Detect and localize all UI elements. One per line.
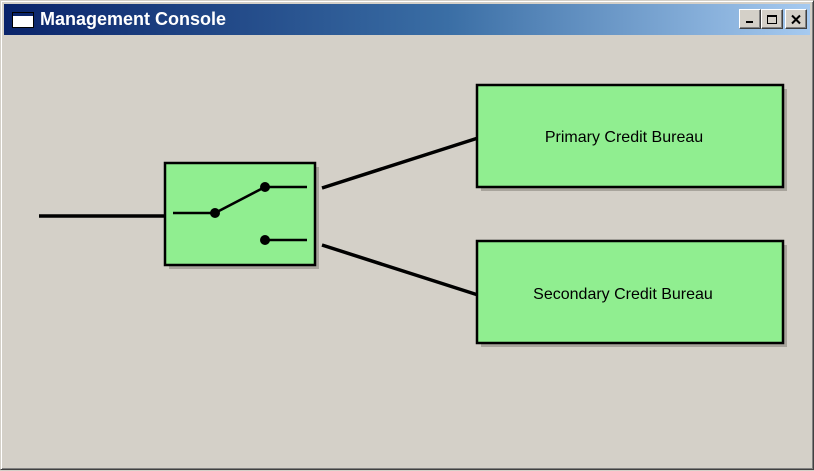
window-title: Management Console	[40, 9, 227, 29]
maximize-icon	[762, 10, 782, 28]
title-bar[interactable]: Management Console	[4, 4, 810, 35]
primary-credit-bureau-node[interactable]: Primary Credit Bureau	[475, 83, 785, 189]
secondary-connector	[321, 243, 479, 297]
window-icon[interactable]	[12, 11, 34, 28]
title-bar-buttons	[739, 9, 807, 29]
minimize-icon	[740, 10, 760, 28]
close-icon	[786, 10, 806, 28]
primary-node-box	[475, 83, 785, 189]
maximize-button[interactable]	[761, 9, 783, 29]
minimize-button[interactable]	[739, 9, 761, 29]
secondary-node-label: Secondary Credit Bureau	[533, 286, 713, 303]
secondary-credit-bureau-node[interactable]: Secondary Credit Bureau	[475, 239, 785, 345]
primary-node-label: Primary Credit Bureau	[545, 129, 703, 146]
secondary-node-box	[475, 239, 785, 345]
primary-connector	[321, 136, 479, 190]
switch-node[interactable]	[163, 161, 317, 267]
switch-icon	[173, 182, 307, 245]
close-button[interactable]	[785, 9, 807, 29]
